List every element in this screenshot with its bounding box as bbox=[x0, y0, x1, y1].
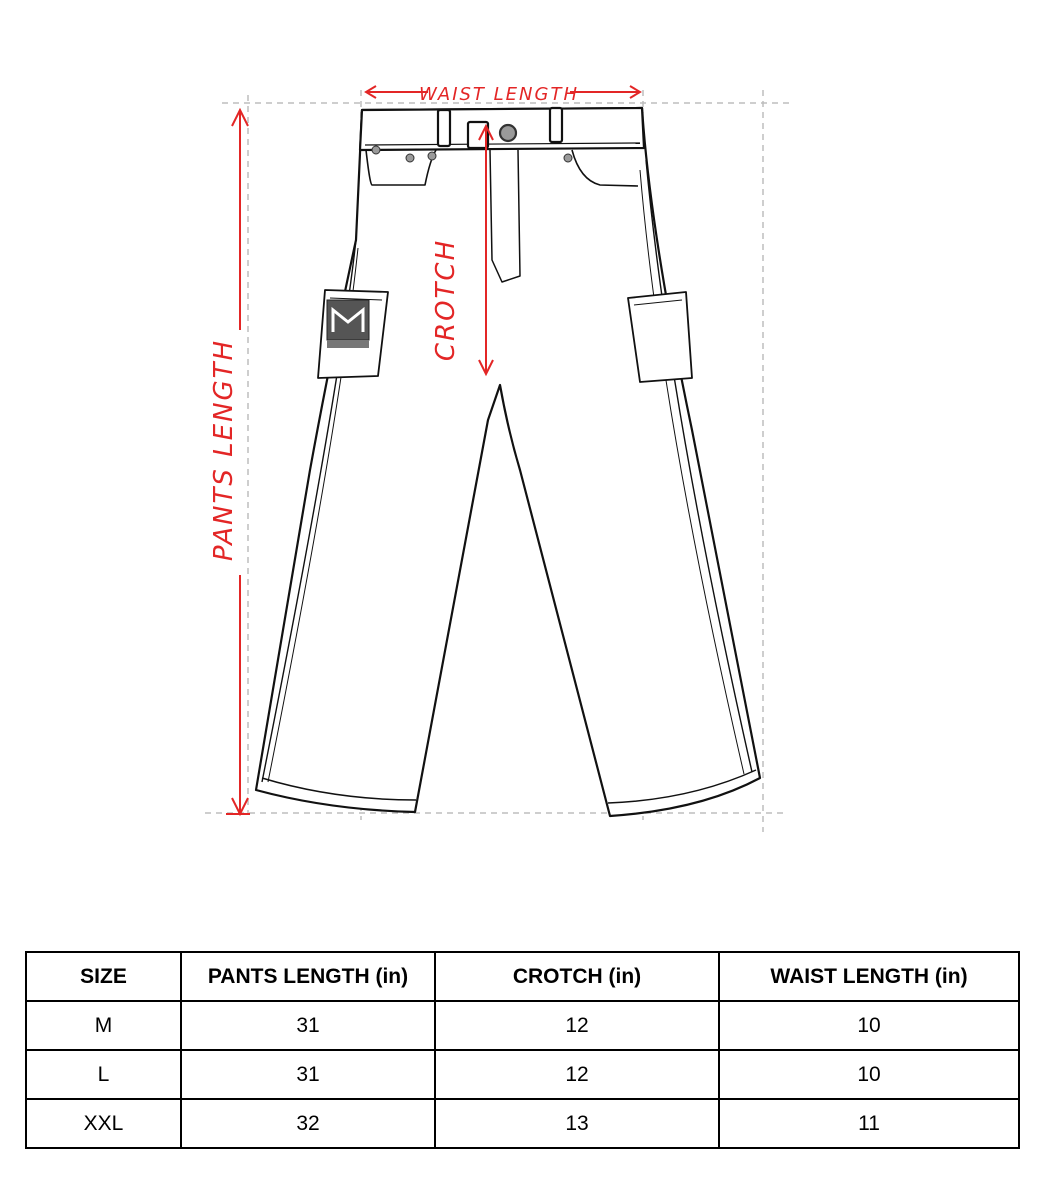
cell-pants-length: 31 bbox=[180, 1049, 436, 1100]
size-chart-table: SIZE PANTS LENGTH (in) CROTCH (in) WAIST… bbox=[25, 951, 1020, 1149]
cell-crotch: 12 bbox=[434, 1049, 720, 1100]
table-row: M 31 12 10 bbox=[25, 1000, 1020, 1051]
pants-length-label: PANTS LENGTH bbox=[209, 339, 239, 561]
cell-crotch: 12 bbox=[434, 1000, 720, 1051]
table-row: XXL 32 13 11 bbox=[25, 1098, 1020, 1149]
cell-pants-length: 31 bbox=[180, 1000, 436, 1051]
brand-patch bbox=[326, 299, 370, 348]
cell-size: XXL bbox=[25, 1098, 182, 1149]
annotations bbox=[226, 85, 642, 817]
cell-pants-length: 32 bbox=[180, 1098, 436, 1149]
cell-size: M bbox=[25, 1000, 182, 1051]
waist-length-label: WAIST LENGTH bbox=[419, 84, 579, 105]
pants-outline bbox=[254, 106, 762, 818]
cell-crotch: 13 bbox=[434, 1098, 720, 1149]
cell-size: L bbox=[25, 1049, 182, 1100]
table-row: L 31 12 10 bbox=[25, 1049, 1020, 1100]
header-size: SIZE bbox=[25, 951, 182, 1002]
header-waist-length: WAIST LENGTH (in) bbox=[718, 951, 1020, 1002]
cell-waist-length: 10 bbox=[718, 1000, 1020, 1051]
cell-waist-length: 10 bbox=[718, 1049, 1020, 1100]
header-crotch: CROTCH (in) bbox=[434, 951, 720, 1002]
crotch-label: CROTCH bbox=[431, 239, 461, 361]
cell-waist-length: 11 bbox=[718, 1098, 1020, 1149]
table-header-row: SIZE PANTS LENGTH (in) CROTCH (in) WAIST… bbox=[25, 951, 1020, 1002]
header-pants-length: PANTS LENGTH (in) bbox=[180, 951, 436, 1002]
waist-button bbox=[498, 123, 518, 143]
pants-measurement-diagram: WAIST LENGTH CROTCH PANTS LENGTH bbox=[205, 84, 792, 832]
